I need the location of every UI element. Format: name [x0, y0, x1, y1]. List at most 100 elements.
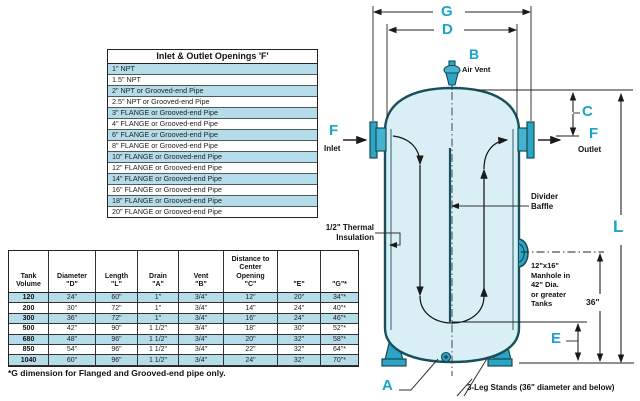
- spec-table-cell: 60": [49, 355, 96, 366]
- spec-table-cell: 3/4": [179, 293, 224, 304]
- spec-table-cell: 60": [96, 293, 138, 304]
- spec-table-header-cell: Drain "A": [138, 251, 179, 293]
- spec-table-cell: 200: [9, 303, 49, 314]
- inlet-table-row: 2" NPT or Grooved-end Pipe: [108, 85, 317, 96]
- spec-table-cell: 36": [49, 313, 96, 325]
- spec-table-header-cell: "E": [278, 251, 321, 293]
- spec-table-cell: 46"*: [321, 313, 358, 325]
- inlet-table-row: 18" FLANGE or Grooved-end Pipe: [108, 195, 317, 206]
- inlet-f-label: F: [329, 122, 339, 139]
- spec-table-cell: 72": [96, 303, 138, 314]
- spec-table-cell: 1 1/2": [138, 355, 179, 366]
- spec-table-cell: 3/4": [179, 344, 224, 356]
- spec-table-cell: 14": [224, 303, 278, 314]
- drain-a-label: A: [382, 377, 393, 394]
- spec-table-cell: 300: [9, 313, 49, 325]
- leg-stands-label: 3-Leg Stands (36" diameter and below): [467, 383, 615, 392]
- spec-table-cell: 3/4": [179, 355, 224, 366]
- extension-lines: [372, 6, 532, 121]
- spec-table-cell: 1040: [9, 355, 49, 366]
- spec-table-cell: 3/4": [179, 313, 224, 325]
- inlet-table-row: 14" FLANGE or Grooved-end Pipe: [108, 173, 317, 184]
- spec-table-cell: 1 1/2": [138, 344, 179, 356]
- manhole-fitting: [518, 238, 529, 268]
- leg-stands-leader: [463, 356, 489, 397]
- air-vent-label: Air Vent: [462, 65, 491, 74]
- spec-table-cell: 32": [278, 334, 321, 345]
- dimension-lines: [343, 8, 634, 364]
- inlet-openings-table-title: Inlet & Outlet Openings 'F': [108, 50, 317, 64]
- drain-leader: [399, 358, 439, 391]
- spec-table-cell: 1 1/2": [138, 334, 179, 345]
- spec-table-cell: 30": [278, 324, 321, 335]
- spec-table-cell: 3/4": [179, 303, 224, 314]
- spec-table-cell: 34"*: [321, 293, 358, 304]
- air-vent-fitting: [443, 60, 461, 90]
- spec-table-cell: 20": [224, 334, 278, 345]
- spec-table-header-cell: Vent "B": [179, 251, 224, 293]
- outlet-f-label: F: [589, 125, 599, 142]
- spec-table-cell: 850: [9, 344, 49, 356]
- spec-table-cell: 3/4": [179, 334, 224, 345]
- spec-table-cell: 18": [224, 324, 278, 335]
- spec-table-cell: 32": [278, 344, 321, 356]
- spec-table-cell: 12": [224, 293, 278, 304]
- inlet-table-row: 20" FLANGE or Grooved-end Pipe: [108, 206, 317, 217]
- inlet-table-row: 6" FLANGE or Grooved-end Pipe: [108, 129, 317, 140]
- outlet-label: Outlet: [578, 145, 602, 154]
- spec-table-cell: 58"*: [321, 334, 358, 345]
- spec-table-cell: 500: [9, 324, 49, 335]
- inlet-table-row: 3" FLANGE or Grooved-end Pipe: [108, 107, 317, 118]
- spec-table-cell: 96": [96, 334, 138, 345]
- dim-label-b: B: [469, 46, 480, 62]
- spec-table-header-cell: Length "L": [96, 251, 138, 293]
- inlet-table-row: 1.5" NPT: [108, 74, 317, 85]
- leg-stands-leader: [456, 378, 473, 397]
- spec-table-cell: 90": [96, 324, 138, 335]
- spec-table-footnote: *G dimension for Flanged and Grooved-end…: [8, 368, 226, 378]
- spec-table-cell: 52"*: [321, 324, 358, 335]
- inlet-table-row: 1" NPT: [108, 64, 317, 74]
- dim-label-e: E: [551, 330, 562, 347]
- spec-table-cell: 40"*: [321, 303, 358, 314]
- spec-table-cell: 1": [138, 303, 179, 314]
- spec-table-cell: 24": [224, 355, 278, 366]
- spec-table-cell: 32": [278, 355, 321, 366]
- inlet-table-row: 8" FLANGE or Grooved-end Pipe: [108, 140, 317, 151]
- dim-label-36: 36": [586, 297, 600, 307]
- spec-table-cell: 96": [96, 344, 138, 356]
- inlet-flange: [369, 121, 387, 159]
- spec-table-header-cell: Diameter "D": [49, 251, 96, 293]
- inlet-table-row: 12" FLANGE or Grooved-end Pipe: [108, 162, 317, 173]
- outlet-flange: [517, 121, 535, 159]
- spec-table-cell: 24": [278, 313, 321, 325]
- inlet-label: Inlet: [324, 144, 341, 153]
- leader-lines: [375, 203, 529, 397]
- dim-label-g: G: [441, 3, 453, 20]
- spec-table-cell: 3/4": [179, 324, 224, 335]
- spec-table-cell: 120: [9, 293, 49, 304]
- spec-table-cell: 24": [278, 303, 321, 314]
- spec-table-cell: 1 1/2": [138, 324, 179, 335]
- spec-table-cell: 96": [96, 355, 138, 366]
- spec-table-cell: 680: [9, 334, 49, 345]
- dim-label-c: C: [582, 103, 593, 120]
- spec-table-header-cell: Distance to Center Opening "C": [224, 251, 278, 293]
- spec-table-cell: 70"*: [321, 355, 358, 366]
- flow-arrows: [392, 135, 509, 324]
- spec-table-cell: 24": [49, 293, 96, 304]
- spec-table-cell: 42": [49, 324, 96, 335]
- spec-table-cell: 64"*: [321, 345, 358, 356]
- spec-table-cell: 1": [138, 293, 179, 304]
- divider-baffle-label: Divider Baffle: [531, 192, 559, 211]
- spec-table-cell: 20": [278, 293, 321, 304]
- spec-table-cell: 1": [138, 313, 179, 325]
- dim-label-l: L: [613, 217, 624, 236]
- spec-table-cell: 48": [49, 334, 96, 345]
